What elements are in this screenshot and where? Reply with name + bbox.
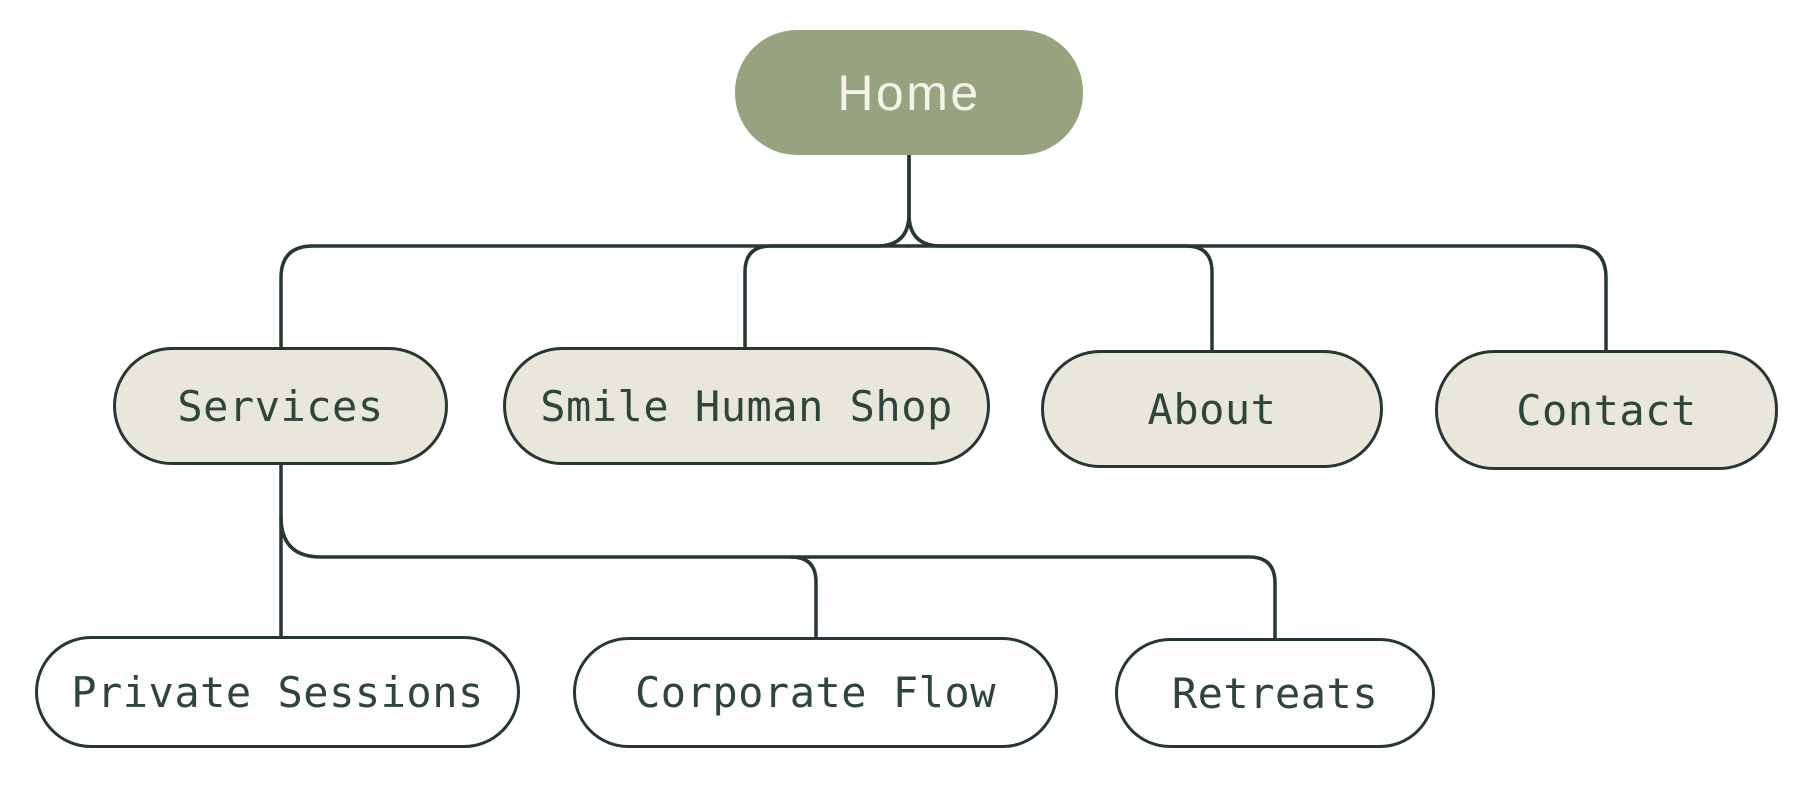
connector-home-smile [743, 244, 911, 349]
node-home-label: Home [837, 64, 981, 121]
node-retreats[interactable]: Retreats [1115, 638, 1435, 748]
connector-home-services [279, 153, 911, 349]
node-services[interactable]: Services [113, 347, 448, 465]
node-about[interactable]: About [1041, 350, 1383, 468]
node-private-sessions-label: Private Sessions [71, 667, 484, 717]
connector-home-about [907, 244, 1214, 352]
node-contact[interactable]: Contact [1435, 350, 1778, 470]
node-contact-label: Contact [1516, 385, 1697, 435]
connector-services-retreats [279, 515, 1277, 640]
node-smile-human-shop-label: Smile Human Shop [540, 381, 953, 431]
node-retreats-label: Retreats [1171, 668, 1379, 718]
node-about-label: About [1147, 384, 1277, 434]
connector-home-contact [907, 153, 1608, 352]
node-private-sessions[interactable]: Private Sessions [35, 636, 520, 748]
node-corporate-flow[interactable]: Corporate Flow [573, 637, 1058, 748]
node-smile-human-shop[interactable]: Smile Human Shop [503, 347, 990, 465]
node-home[interactable]: Home [735, 30, 1083, 155]
connector-services-corporate [789, 555, 818, 639]
node-services-label: Services [177, 381, 384, 431]
node-corporate-flow-label: Corporate Flow [634, 668, 996, 717]
